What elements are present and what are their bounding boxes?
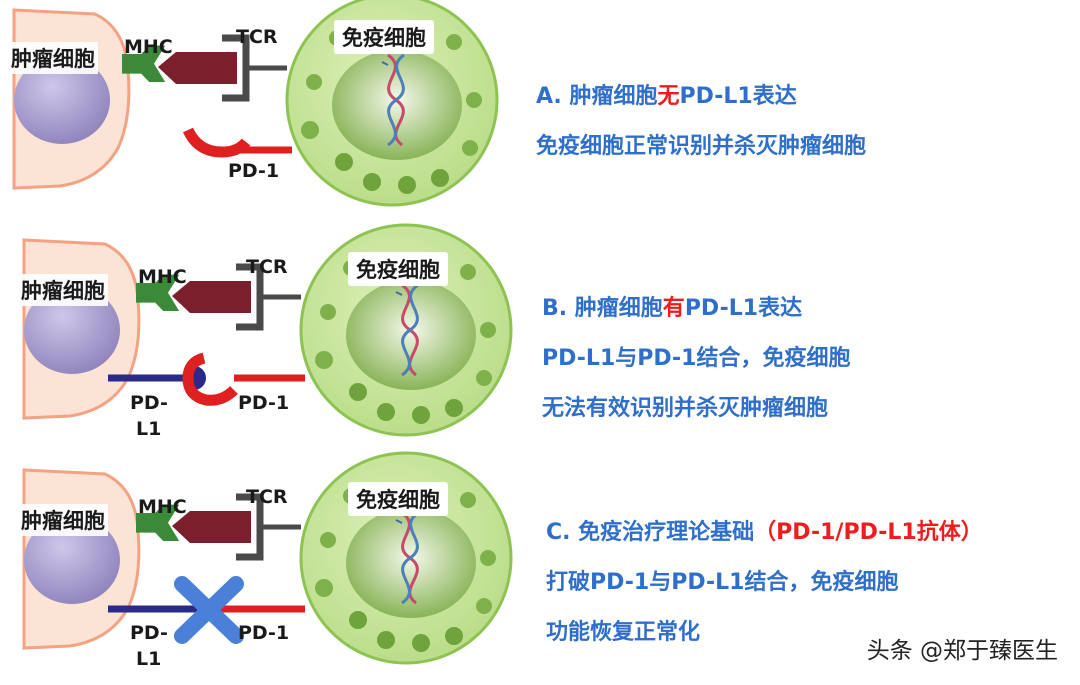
tumor-cell-a [12,8,131,190]
immune-cell-label-b: 免疫细胞 [348,252,448,286]
panel-a [12,0,499,207]
panel-b-title: B. 肿瘤细胞有PD-L1表达 [542,296,803,321]
watermark: 头条 @郑于臻医生 [866,638,1058,664]
pd1-label-a: PD-1 [228,160,280,182]
mhc-label-b: MHC [138,266,187,288]
tcr-label-a: TCR [236,26,278,48]
antibody-block-x-icon [174,576,244,644]
panel-b-line3: 无法有效识别并杀灭肿瘤细胞 [542,396,829,421]
panel-c-line2: 打破PD-1与PD-L1结合，免疫细胞 [546,570,899,595]
immune-cell-label-c: 免疫细胞 [348,482,448,516]
tcr-label-b: TCR [246,256,288,278]
panel-b-line2: PD-L1与PD-1结合，免疫细胞 [542,346,851,371]
panel-b [22,223,513,437]
mhc-label-a: MHC [124,36,173,58]
tumor-cell-label-b: 肿瘤细胞 [18,274,108,306]
panel-c-line3: 功能恢复正常化 [546,620,701,645]
pd1-label-c: PD-1 [238,622,290,644]
tumor-cell-b [22,238,141,420]
pdl1-label-c-line2: L1 [136,648,162,670]
pdl1-label-b-line2: L1 [136,418,162,440]
panel-c-title: C. 免疫治疗理论基础（PD-1/PD-L1抗体） [546,520,983,545]
mhc-label-c: MHC [138,496,187,518]
panel-c [22,451,513,665]
tcr-label-c: TCR [246,486,288,508]
tumor-cell-c [22,468,141,650]
pdl1-label-b-line1: PD- [130,392,168,414]
immune-cell-label-a: 免疫细胞 [334,20,434,54]
pd1-label-b: PD-1 [238,392,290,414]
pd1-receptor-a [182,127,292,158]
pdl1-label-c-line1: PD- [130,622,168,644]
panel-a-line2: 免疫细胞正常识别并杀灭肿瘤细胞 [536,134,867,159]
tumor-cell-label-c: 肿瘤细胞 [18,504,108,536]
tumor-cell-label-a: 肿瘤细胞 [8,42,98,74]
panel-a-title: A. 肿瘤细胞无PD-L1表达 [536,84,797,109]
pd1-receptor-b [182,352,305,406]
